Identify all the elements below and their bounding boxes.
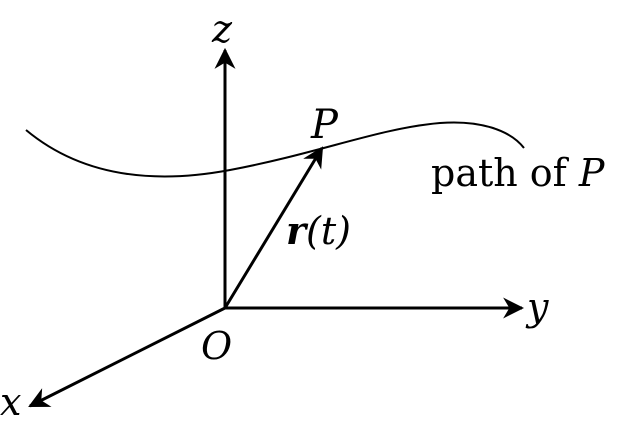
- path-label-point: P: [578, 151, 606, 195]
- path-label-text: path of: [431, 151, 579, 195]
- x-axis: [28, 306, 226, 408]
- vector-r-symbol: r: [286, 208, 309, 253]
- z-axis-label: z: [211, 7, 233, 51]
- vector-label: r(t): [286, 208, 351, 253]
- y-axis-label: y: [525, 285, 549, 329]
- position-vector: [223, 146, 324, 309]
- vector-argument: (t): [306, 209, 351, 253]
- x-axis-label: x: [0, 380, 21, 424]
- origin-label: O: [201, 324, 232, 368]
- path-label: path of P: [431, 151, 606, 195]
- point-p-label: P: [310, 102, 339, 148]
